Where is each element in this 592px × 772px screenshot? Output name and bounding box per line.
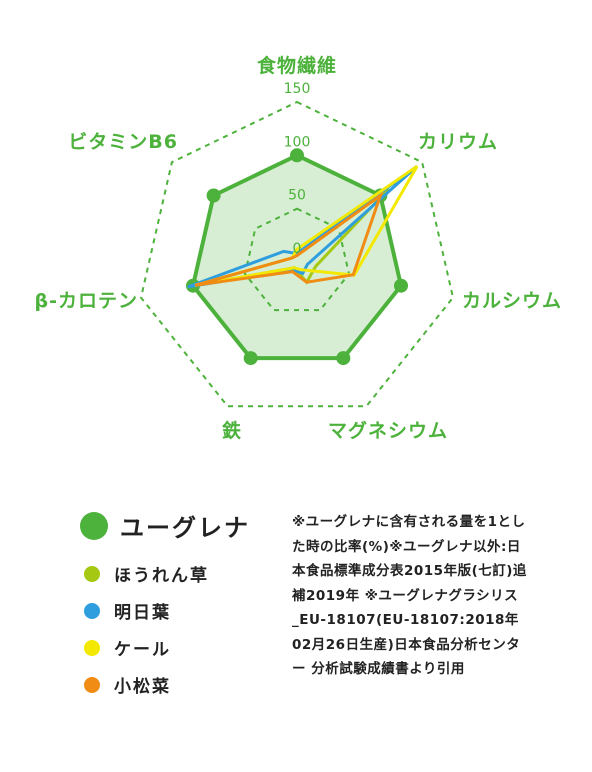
legend-item-spinach: ほうれん草 — [80, 561, 280, 586]
series-0-point-6 — [206, 188, 221, 203]
axis-label-2: カルシウム — [462, 290, 562, 312]
legend-swatch — [84, 676, 100, 693]
tick-labels: 0 50 100 150 — [284, 81, 311, 257]
tick-label-150: 150 — [284, 81, 311, 97]
tick-label-100: 100 — [284, 134, 311, 150]
legend-swatch — [84, 639, 100, 656]
legend-item-kale: ケール — [80, 635, 280, 660]
grid-ring-150 — [139, 100, 455, 408]
axis-label-3: マグネシウム — [328, 419, 448, 442]
axis-label-0: 食物繊維 — [257, 54, 337, 77]
legend-label: ほうれん草 — [114, 566, 209, 586]
source-note: ※ユーグレナに含有される量を1とした時の比率(%)※ユーグレナ以外:日本食品標準… — [292, 514, 527, 677]
legend-swatch — [80, 511, 108, 540]
legend-label: 明日葉 — [114, 603, 171, 623]
series-0-point-0 — [290, 148, 304, 163]
legend: ユーグレナ ほうれん草 明日葉 ケール 小松菜 — [80, 508, 280, 709]
radar-series — [186, 148, 419, 366]
tick-label-50: 50 — [288, 188, 306, 204]
series-0-point-3 — [336, 351, 351, 366]
series-0-point-4 — [243, 351, 258, 366]
axis-label-4: 鉄 — [222, 419, 242, 442]
series-4-line — [194, 191, 384, 287]
tick-label-0: 0 — [293, 241, 302, 257]
legend-swatch — [84, 602, 100, 619]
legend-swatch — [84, 565, 100, 582]
legend-item-ashitaba: 明日葉 — [80, 598, 280, 623]
legend-item-euglena: ユーグレナ — [80, 508, 280, 543]
axis-label-5: β-カロテン — [35, 290, 139, 312]
axis-label-1: カリウム — [418, 131, 498, 153]
legend-label: ユーグレナ — [120, 514, 250, 542]
legend-label: 小松菜 — [114, 677, 171, 697]
series-2-line — [187, 164, 419, 289]
series-0-point-2 — [394, 278, 408, 293]
legend-item-komatsuna: 小松菜 — [80, 672, 280, 697]
legend-label: ケール — [114, 640, 171, 660]
axis-label-6: ビタミンB6 — [68, 131, 178, 153]
